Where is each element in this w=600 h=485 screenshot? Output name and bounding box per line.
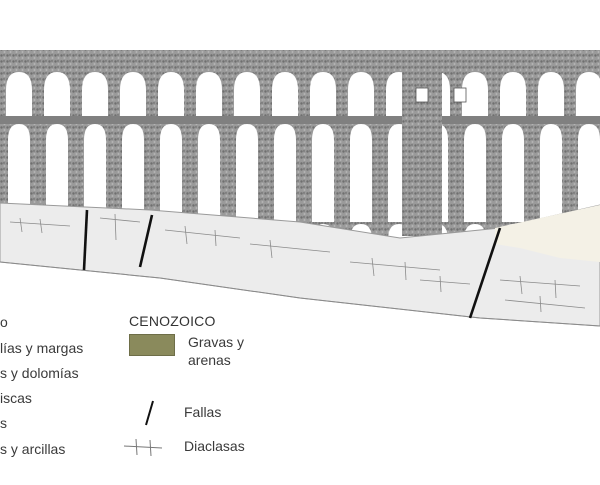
legend-diaclasas: Diaclasas <box>184 438 245 454</box>
aqueduct-plaque-right <box>453 87 467 103</box>
legend-left-item-5: s y arcillas <box>0 441 66 457</box>
geologic-section <box>0 202 600 327</box>
legend-left-item-3: iscas <box>0 390 32 406</box>
fault-line-3 <box>468 227 502 319</box>
legend-fallas: Fallas <box>184 404 222 420</box>
joint-marks <box>9 213 586 313</box>
legend-left-item-1: lías y margas <box>0 340 84 356</box>
gravas-swatch <box>129 334 175 356</box>
legend-left-item-2: s y dolomías <box>0 365 79 381</box>
legend-gravas-line1: Gravas y <box>188 334 245 350</box>
fault-line-2 <box>138 214 154 268</box>
fault-line-1 <box>82 209 89 271</box>
sand-layer <box>495 205 600 262</box>
aqueduct-mid-band <box>0 116 600 124</box>
aqueduct-top-band <box>0 50 600 72</box>
joint-symbol-icon <box>123 438 163 457</box>
legend-gravas-line2: arenas <box>188 352 231 368</box>
section-base-line <box>0 261 600 327</box>
fault-line-icon <box>145 400 154 426</box>
legend-left-header: o <box>0 314 8 330</box>
aqueduct-plaque-left <box>415 87 429 103</box>
aqueduct-upper-arches <box>0 70 600 118</box>
legend-cenozoico-heading: CENOZOICO <box>129 313 216 329</box>
legend-left-item-4: s <box>0 415 7 431</box>
aqueduct <box>0 50 600 236</box>
